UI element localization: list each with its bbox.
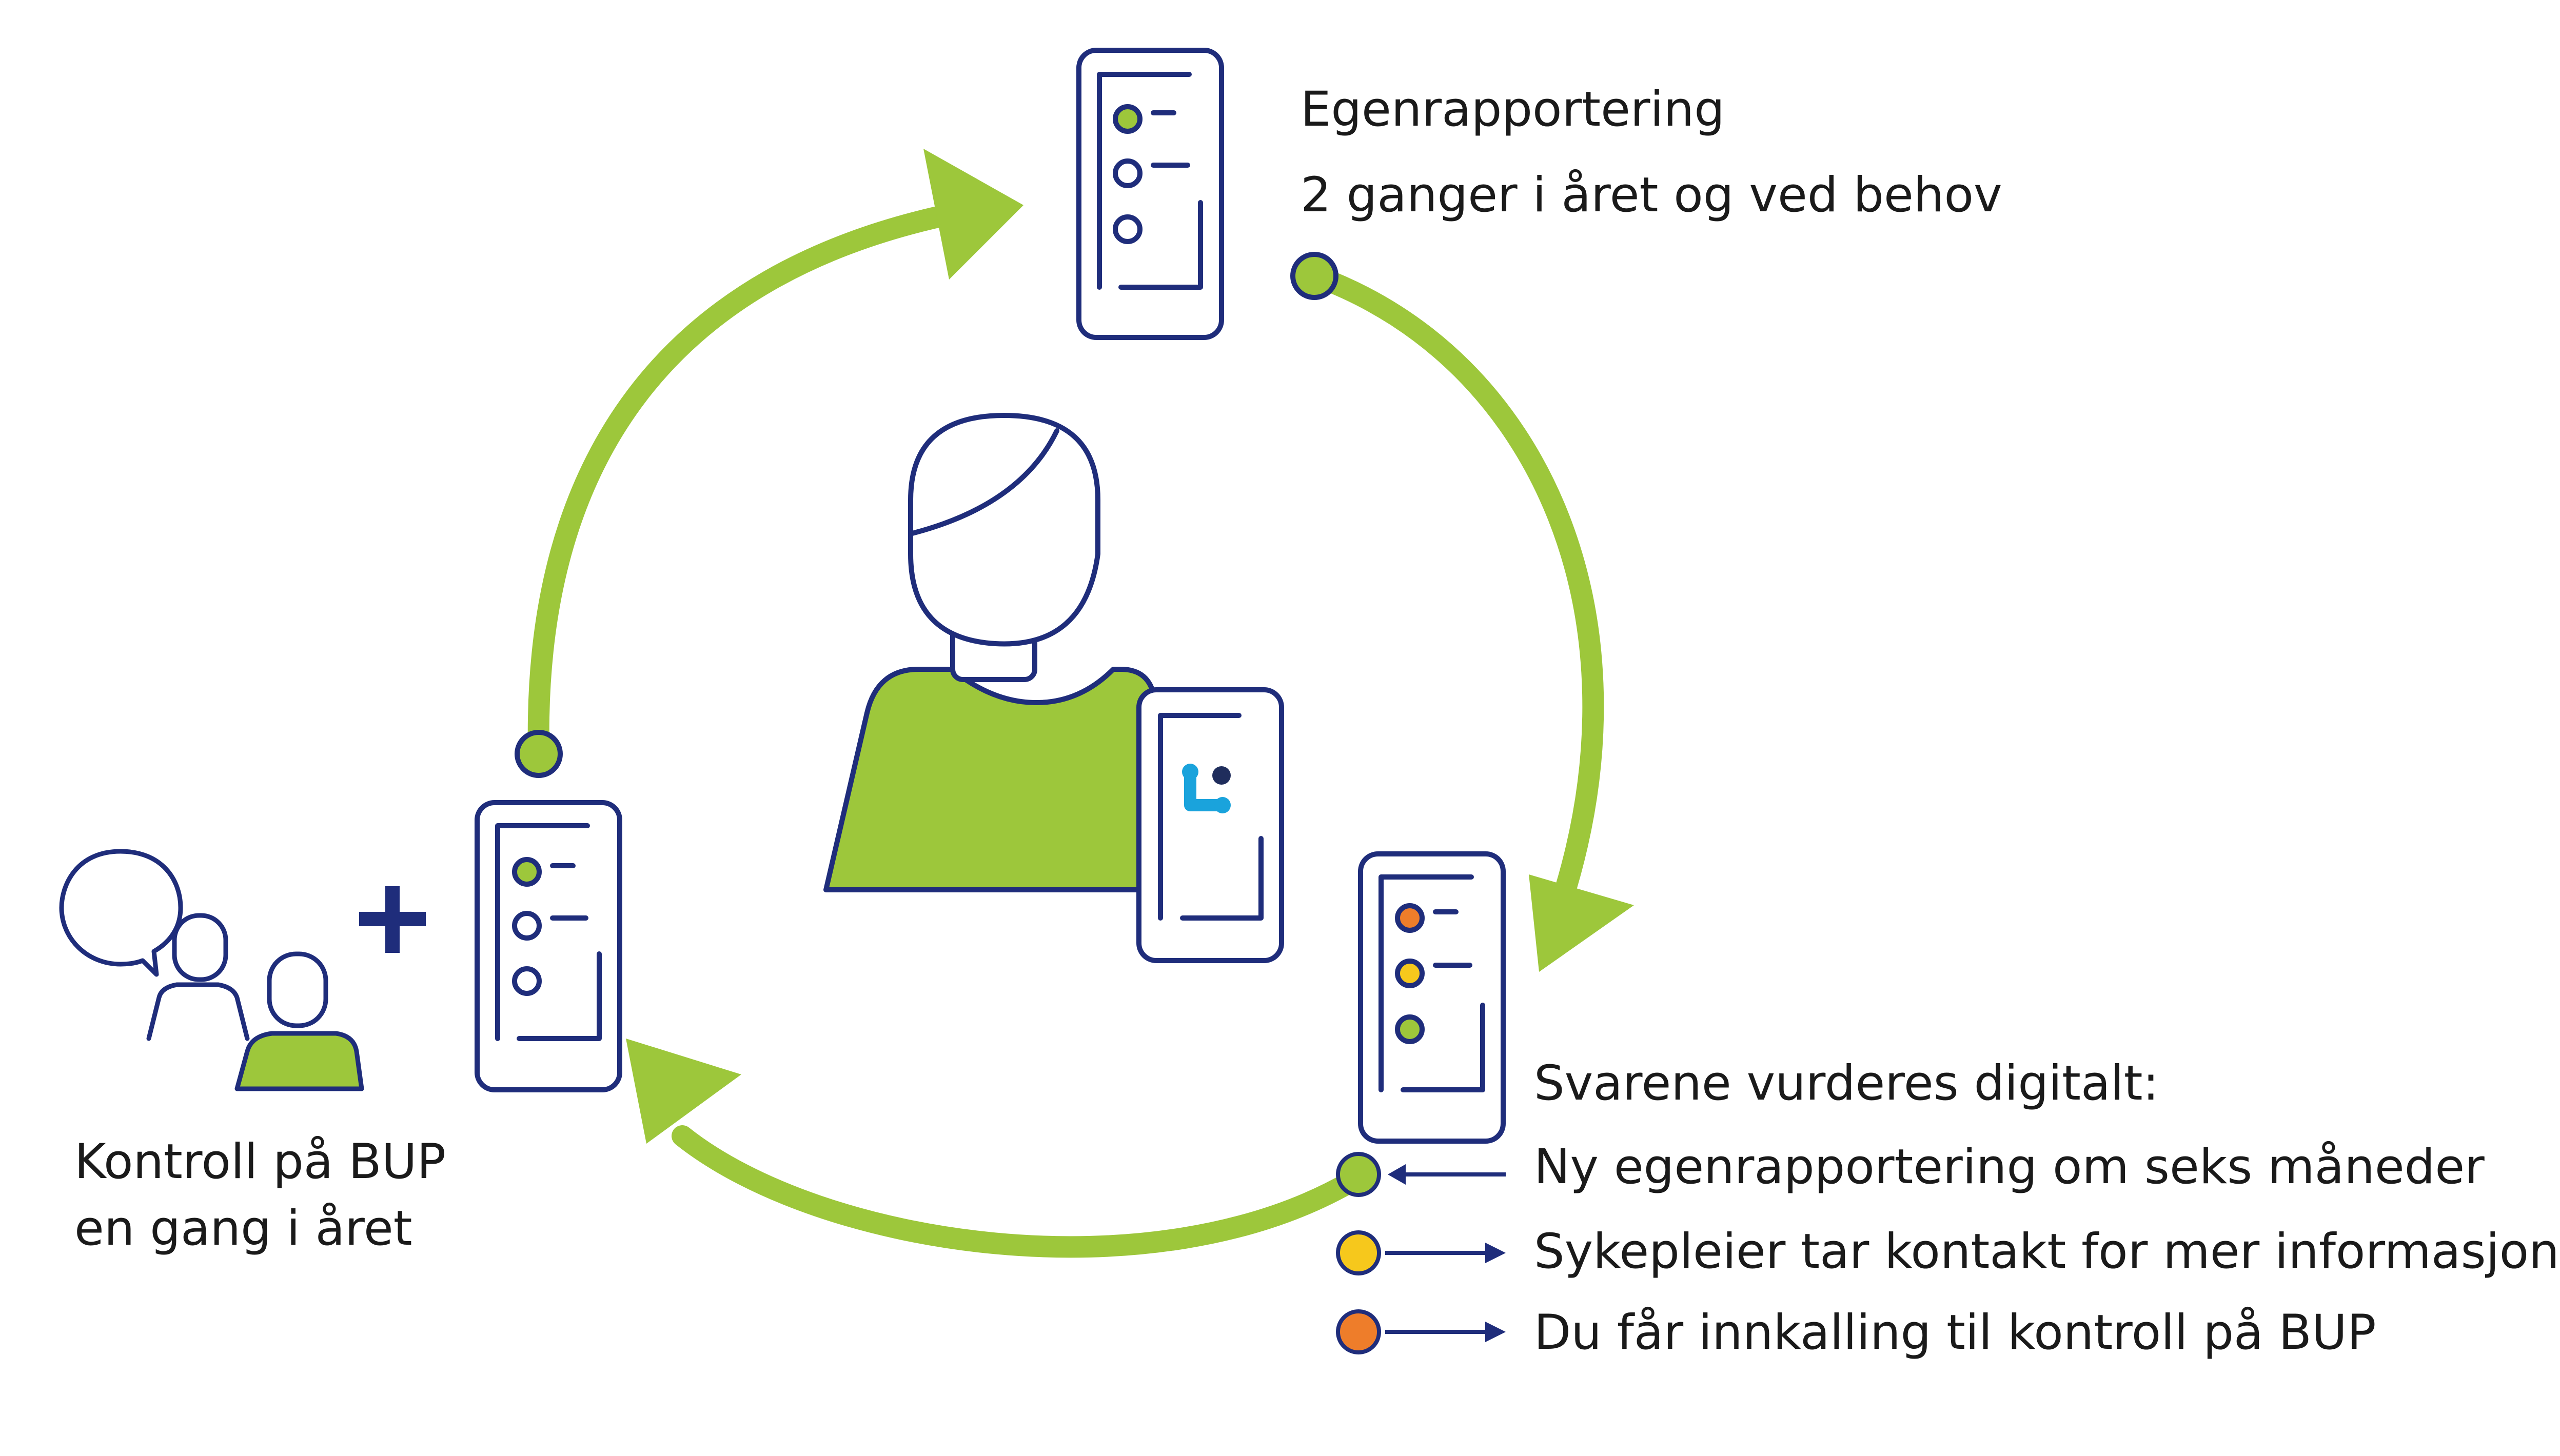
person-hair-line [910, 428, 1059, 536]
legend-dot-yellow [1336, 1230, 1381, 1275]
arrow-right-to-left [672, 1125, 1365, 1258]
right-item-orange: Du får innkalling til kontroll på BUP [1534, 1305, 2376, 1361]
arrow-left-to-top [527, 202, 968, 760]
arrowhead-top [923, 149, 1023, 280]
right-item-green: Ny egenrapportering om seks måneder [1534, 1139, 2485, 1195]
left-phone-icon [475, 800, 622, 1092]
arrowhead-right [1529, 874, 1634, 972]
left-label-line2: en gang i året [74, 1201, 412, 1256]
top-subtitle: 2 ganger i året og ved behov [1301, 167, 2002, 223]
plus-icon [359, 886, 426, 953]
cycle-arrows [527, 202, 1604, 1258]
start-dot-left [515, 730, 563, 778]
person-body [823, 667, 1162, 892]
legend-arrowhead-green [1388, 1164, 1406, 1185]
legend [1336, 1152, 1506, 1354]
right-phone-icon [1358, 851, 1506, 1144]
app-logo-icon [1182, 764, 1231, 813]
right-item-yellow: Sykepleier tar kontakt for mer informasj… [1534, 1224, 2559, 1280]
legend-dot-orange [1336, 1309, 1381, 1354]
legend-dot-green [1336, 1152, 1381, 1197]
legend-arrowhead-orange [1485, 1322, 1506, 1342]
legend-arrowheads [1388, 1164, 1506, 1342]
left-label-line1: Kontroll på BUP [74, 1134, 446, 1190]
arrow-top-to-right [1308, 266, 1604, 911]
person-front-icon [234, 951, 364, 1091]
center-phone-icon [1136, 687, 1284, 963]
legend-arrowhead-yellow [1485, 1243, 1506, 1263]
top-phone-icon [1076, 48, 1224, 340]
person-head [908, 413, 1100, 647]
start-dot-top [1290, 252, 1338, 300]
arrowhead-left [626, 1039, 741, 1144]
right-heading: Svarene vurderes digitalt: [1534, 1055, 2159, 1111]
person-back-icon [146, 913, 250, 1041]
consultation-icon [59, 849, 364, 1091]
arrow-start-dots [515, 252, 1338, 778]
top-title: Egenrapportering [1301, 82, 1725, 137]
speech-bubble-icon [59, 849, 183, 977]
arrow-heads [626, 149, 1634, 1144]
center-person-icon [823, 413, 1162, 892]
